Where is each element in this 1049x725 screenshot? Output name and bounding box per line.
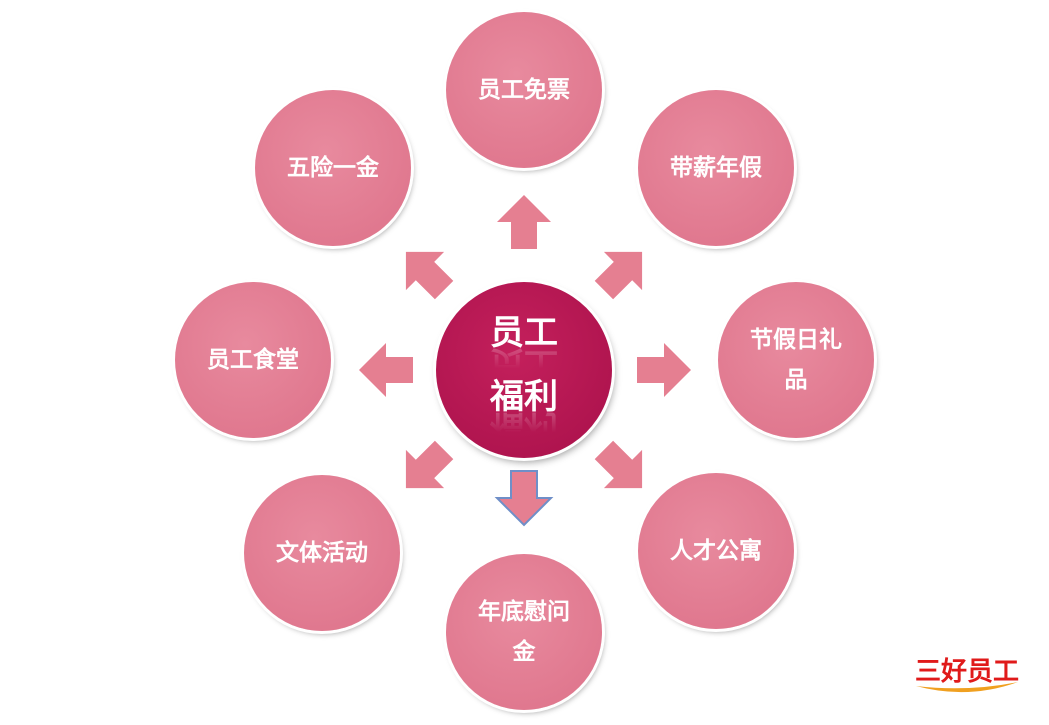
center-title-line2-reflection: 福利	[490, 407, 558, 447]
arrow-up-left-icon	[405, 251, 454, 300]
arrow-up-icon	[497, 195, 551, 249]
benefit-insurance: 五险一金	[255, 90, 411, 246]
arrow-down-left-icon	[405, 440, 454, 489]
benefit-label: 节假日礼品	[750, 327, 842, 393]
benefit-holiday-gifts: 节假日礼品	[718, 282, 874, 438]
arrow-down-icon	[494, 470, 554, 527]
center-node-employee-benefits: 员工员工 福利福利	[436, 282, 612, 458]
logo: 三好员工	[908, 642, 1026, 696]
benefit-canteen: 员工食堂	[175, 282, 331, 438]
benefit-label: 文体活动	[276, 540, 368, 566]
benefit-year-end-bonus: 年底慰问金	[446, 554, 602, 710]
arrow-down-right-icon	[594, 440, 643, 489]
benefit-recreation: 文体活动	[244, 475, 400, 631]
benefit-label: 人才公寓	[670, 538, 762, 564]
benefit-label: 年底慰问金	[478, 599, 570, 665]
arrow-right-icon	[637, 343, 691, 397]
benefit-paid-leave: 带薪年假	[638, 90, 794, 246]
logo-text: 三好员工	[915, 657, 1019, 687]
benefit-label: 员工免票	[478, 77, 570, 103]
arrow-left-icon	[359, 343, 413, 397]
benefit-talent-apartment: 人才公寓	[638, 473, 794, 629]
center-title-line2: 福利	[490, 377, 558, 417]
center-title-line1: 员工	[490, 313, 558, 353]
benefit-label: 带薪年假	[670, 155, 762, 181]
arrow-up-right-icon	[594, 251, 643, 300]
benefit-label: 员工食堂	[207, 347, 299, 373]
benefit-label: 五险一金	[287, 155, 379, 181]
benefit-free-tickets: 员工免票	[446, 12, 602, 168]
